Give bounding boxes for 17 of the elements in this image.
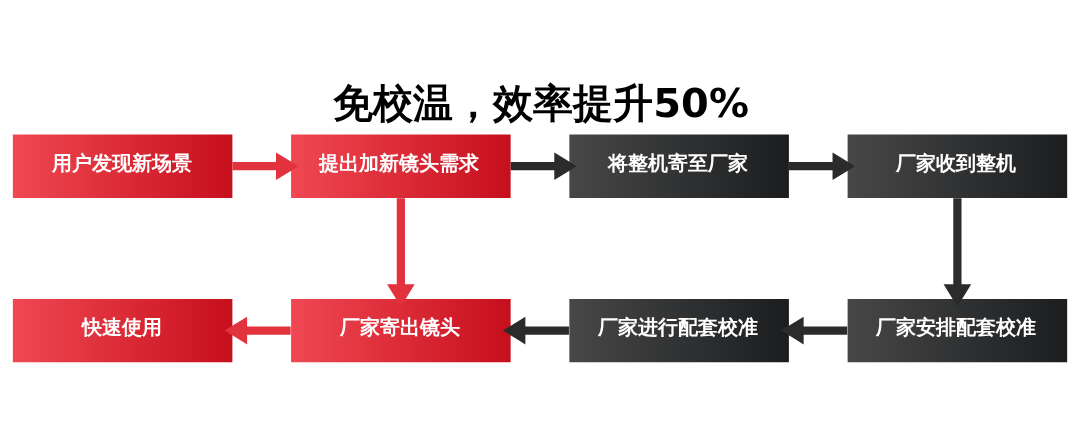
node-box: 厂家寄出镜头	[291, 298, 511, 362]
node-box: 快速使用	[12, 298, 233, 362]
arrow	[232, 151, 299, 180]
node-box: 厂家收到整机	[847, 134, 1068, 198]
arrow	[502, 316, 569, 344]
arrow	[510, 151, 577, 180]
node-box: 厂家安排配套校准	[847, 298, 1068, 362]
node-box: 用户发现新场景	[12, 134, 233, 198]
arrow	[224, 316, 291, 344]
node-box: 提出加新镜头需求	[291, 134, 511, 198]
arrow	[781, 316, 848, 344]
arrow	[943, 197, 972, 307]
node-box: 厂家进行配套校准	[569, 298, 789, 362]
diagram-title: 免校温，效率提升50%	[333, 79, 749, 126]
arrow	[387, 197, 415, 307]
node-box: 将整机寄至厂家	[569, 134, 789, 198]
arrow	[788, 151, 856, 180]
